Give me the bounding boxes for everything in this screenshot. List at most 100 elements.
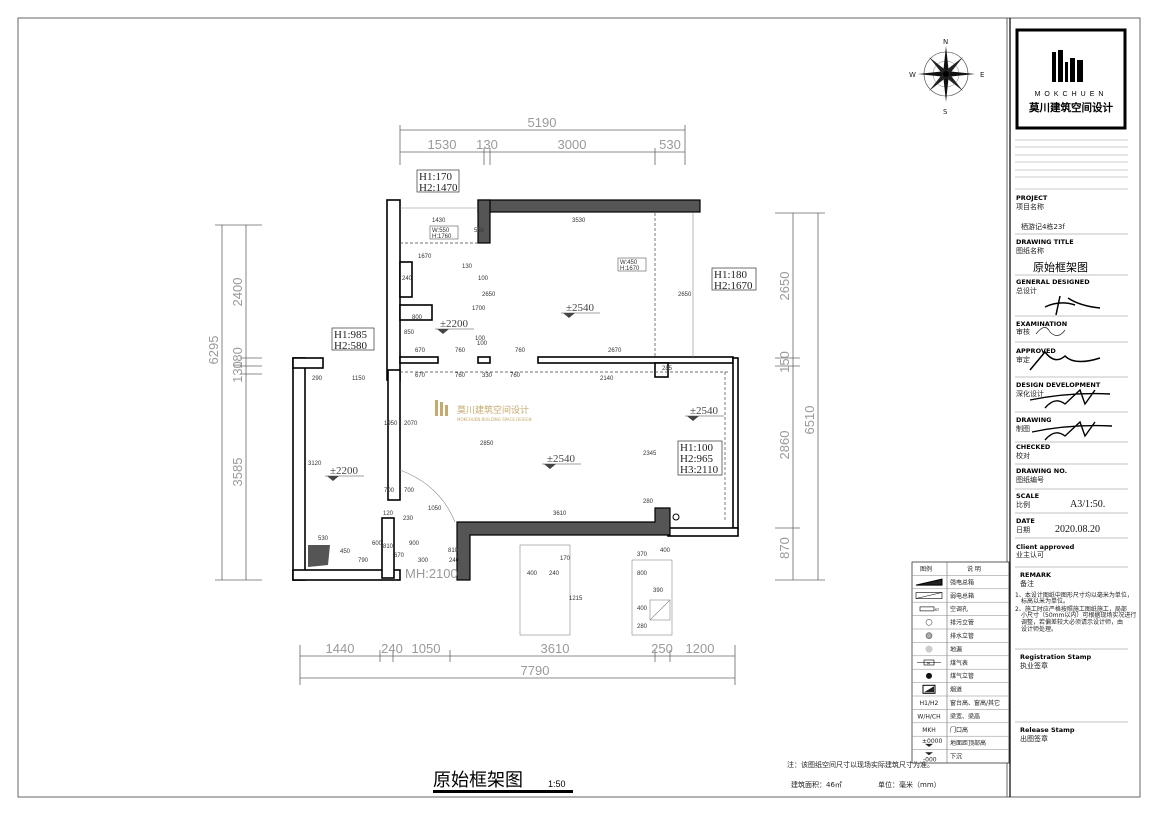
legend-symbol-icon [925,632,933,640]
svg-text:2650: 2650 [777,272,792,301]
inner-dimension-label: 240 [449,558,460,564]
legend-item-label: 窗台高、窗高/其它 [950,699,1000,707]
inner-dimension-label: 240 [402,276,413,282]
svg-text:制图: 制图 [1016,424,1030,433]
inner-dimension-label: 290 [312,376,323,382]
level-marker-icon [437,329,449,334]
inner-dimension-label: 800 [412,315,423,321]
walls [292,199,739,636]
inner-dimension-label: 100 [478,276,489,282]
signature-design-icon [1029,388,1111,409]
svg-text:H2:1670: H2:1670 [714,280,753,292]
svg-text:图纸编号: 图纸编号 [1016,475,1044,484]
scale-value: A3/1:50. [1070,499,1105,510]
svg-text:出图签章: 出图签章 [1020,734,1048,743]
legend-item-label: 下沉 [950,753,962,761]
svg-text:H1:180: H1:180 [714,269,748,281]
signature-general-icon [1044,295,1101,316]
svg-text:3585: 3585 [230,458,245,487]
legend-item-label: 空调孔 [950,605,968,613]
svg-text:2400: 2400 [230,278,245,307]
svg-text:7790: 7790 [521,663,550,678]
inner-dimension-label: 1430 [432,218,446,224]
svg-text:APPROVED: APPROVED [1016,347,1056,355]
inner-dimension-label: 120 [383,511,394,517]
svg-text:180: 180 [230,347,245,369]
inner-dimension-label: 1150 [352,376,366,382]
svg-text:1440: 1440 [326,641,355,656]
svg-text:项目名称: 项目名称 [1016,202,1044,211]
svg-text:比例: 比例 [1016,500,1030,509]
svg-text:DRAWING NO.: DRAWING NO. [1016,467,1067,475]
dimension-lines [215,125,825,685]
date-value: 2020.08.20 [1055,524,1100,535]
inner-dimension-label: 130 [462,264,473,270]
legend-symbol-icon: H1/H2 [920,700,939,707]
svg-text:H:1670: H:1670 [620,266,640,272]
inner-dimension-label: 670 [415,373,426,379]
legend-header-desc: 说 明 [967,565,981,573]
svg-text:KT: KT [935,608,940,612]
svg-text:3610: 3610 [541,641,570,656]
svg-text:W/H/CH: W/H/CH [917,714,940,721]
svg-text:DRAWING TITLE: DRAWING TITLE [1016,238,1074,246]
legend-symbol-icon: W/H/CH [917,714,940,721]
signature-drawing-icon [1031,420,1113,441]
legend-item-label: 烟道 [950,686,962,694]
svg-text:-000: -000 [923,756,937,763]
inner-dimension-label: 670 [394,553,405,559]
logo-name-cn: 莫川建筑空间设计 [1028,101,1113,114]
plan-scale: 1:50 [548,779,566,789]
svg-text:H1:170: H1:170 [419,171,453,183]
svg-text:±0000: ±0000 [922,738,942,745]
inner-dimension-label: 1050 [428,506,442,512]
svg-text:MKH: MKH [922,727,936,734]
logo-name-en: MOKCHUEN [1035,91,1108,98]
note-text: 注：该图纸空间尺寸以现场实际建筑尺寸为准。 [787,760,934,769]
inner-dimension-label: 810 [383,544,394,550]
inner-dimension-label: 1700 [472,306,486,312]
svg-text:小尺寸（50mm以内）可根据现场实况进行: 小尺寸（50mm以内）可根据现场实况进行 [1021,611,1136,619]
level-label: ±2540 [566,302,595,314]
inner-dimension-label: 3530 [572,218,586,224]
inner-dimension-label: 760 [455,348,466,354]
project-value: 栖游记4栋23f [1021,222,1065,231]
svg-text:SCALE: SCALE [1016,492,1039,500]
legend-symbol-icon [925,645,933,653]
inner-dimension-label: 3120 [308,461,322,467]
level-label: ±2540 [547,453,576,465]
svg-text:250: 250 [651,641,673,656]
inner-dimension-label: 390 [653,588,664,594]
svg-text:1200: 1200 [686,641,715,656]
inner-dimension-label: 600 [372,541,383,547]
legend-item-label: 地漏 [950,645,962,653]
legend-symbol-icon [915,578,943,586]
legend-symbol-icon: KT [919,606,940,612]
svg-text:审核: 审核 [1016,327,1030,336]
level-marker-icon [327,476,339,481]
inner-dimension-label: 790 [358,558,369,564]
inner-dimension-label: 170 [560,556,571,562]
legend-item-label: 梁宽、梁高 [950,712,980,720]
svg-text:150: 150 [777,351,792,373]
legend-symbol-icon [926,672,932,679]
svg-text:DESIGN DEVELOPMENT: DESIGN DEVELOPMENT [1016,381,1101,389]
door-height-label: MH:2100 [405,566,458,581]
legend-table: 图例说 明强电总箱弱电总箱空调孔KT排污立管排水立管地漏煤气表M煤气立管烟道窗台… [911,561,1010,764]
inner-dimension-label: 550 [474,228,485,234]
sheet-border [17,17,1141,798]
inner-dimension-label: 1950 [384,421,398,427]
inner-dimension-label: 2070 [404,421,418,427]
svg-text:业主认可: 业主认可 [1016,550,1044,559]
svg-text:调整，若偏差较大必须请示设计师，由: 调整，若偏差较大必须请示设计师，由 [1021,618,1123,626]
svg-text:备注: 备注 [1020,579,1034,588]
level-marker-icon [544,464,556,469]
inner-dimension-label: 3610 [553,511,567,517]
svg-text:H1:985: H1:985 [334,329,368,341]
legend-item-label: 排污立管 [950,619,974,627]
svg-text:设计师处理。: 设计师处理。 [1021,625,1057,633]
compass-n-label: N [943,38,948,46]
svg-text:总设计: 总设计 [1016,286,1037,295]
legend-symbol-icon: MKH [922,727,936,734]
